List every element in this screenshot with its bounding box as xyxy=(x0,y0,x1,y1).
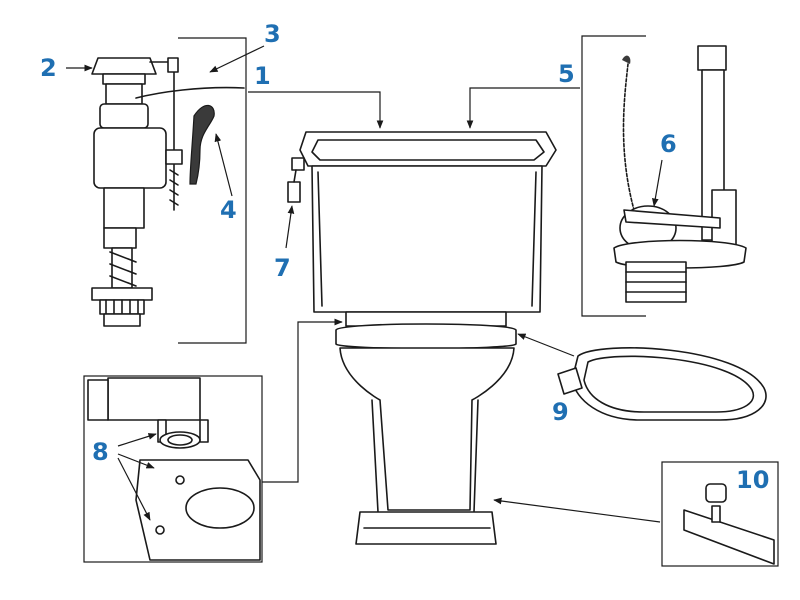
fill-valve-illustration xyxy=(91,37,247,344)
toilet-seat-illustration xyxy=(557,347,767,421)
callout-1: 1 xyxy=(254,62,271,90)
callout-4: 4 xyxy=(220,196,237,224)
callout-10: 10 xyxy=(736,466,770,494)
callout-2: 2 xyxy=(40,54,57,82)
callout-3: 3 xyxy=(264,20,281,48)
leader-lines xyxy=(66,45,663,523)
bolt-cap-inset xyxy=(661,461,779,567)
callout-5: 5 xyxy=(558,60,575,88)
tank-bolt-inset xyxy=(83,375,263,563)
callout-6: 6 xyxy=(660,130,677,158)
callout-9: 9 xyxy=(552,398,569,426)
toilet-illustration xyxy=(287,131,557,545)
flush-valve-illustration xyxy=(581,35,747,317)
callout-8: 8 xyxy=(92,438,109,466)
callout-7: 7 xyxy=(274,254,291,282)
